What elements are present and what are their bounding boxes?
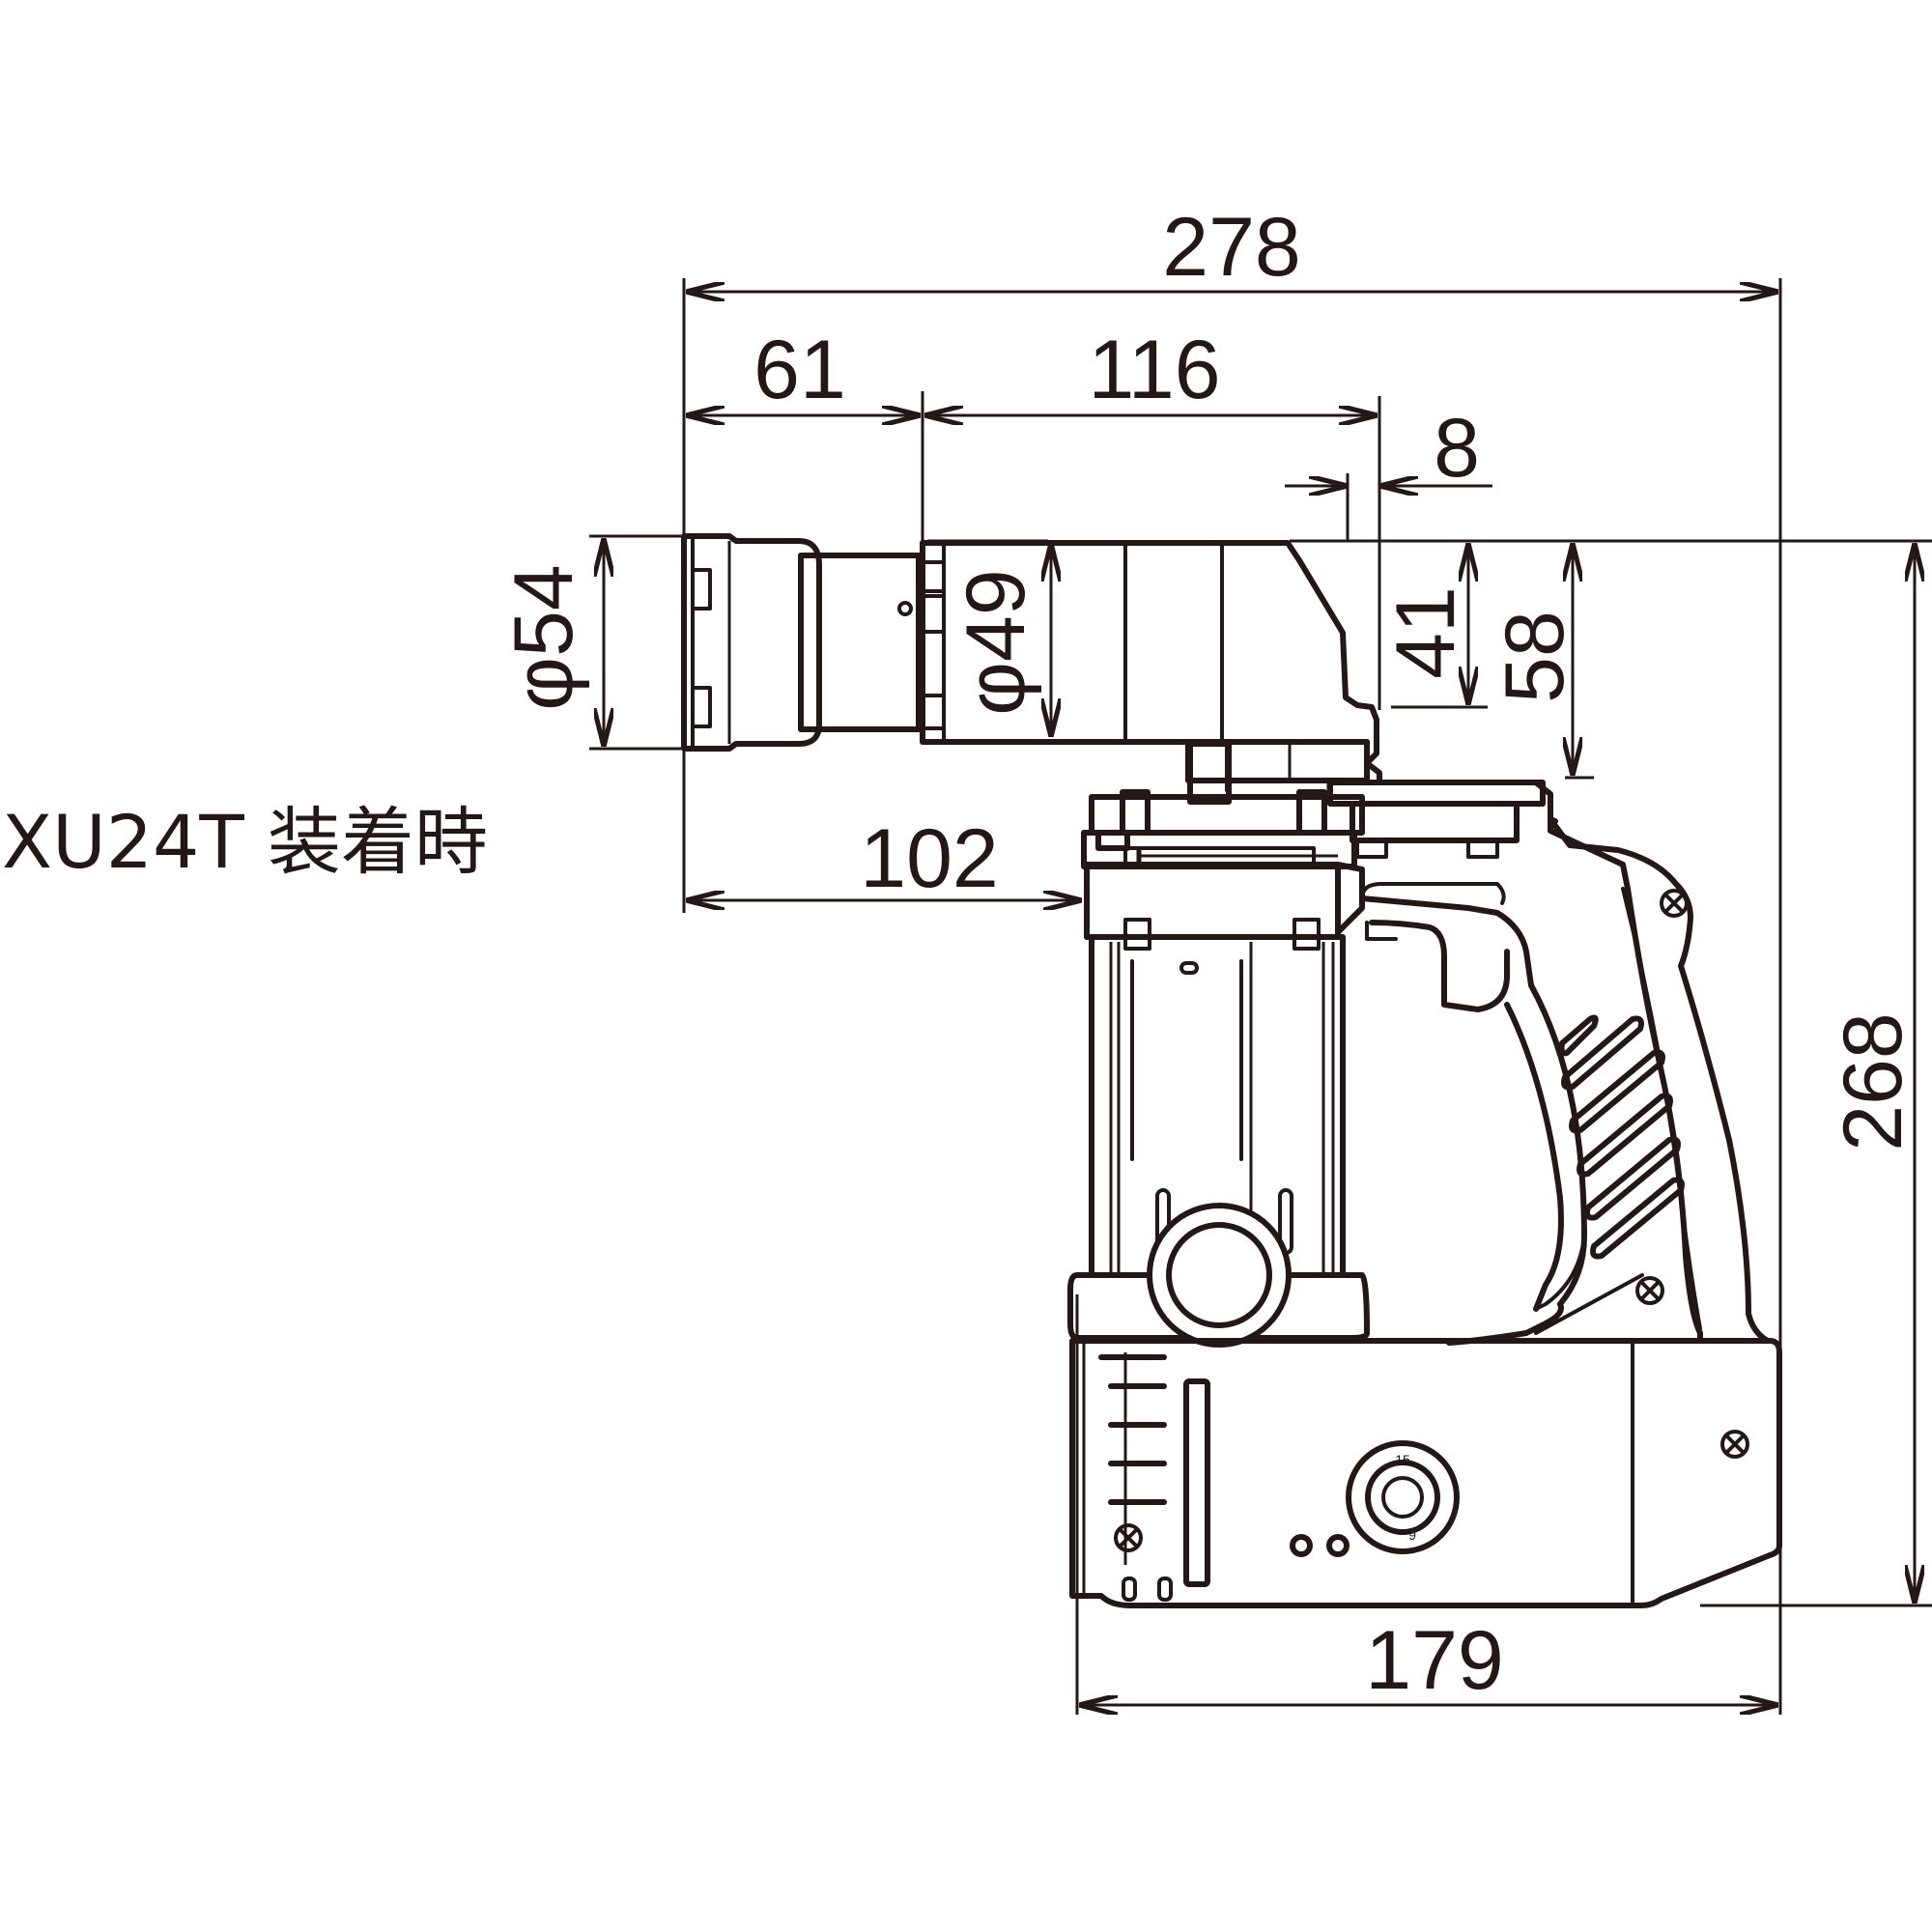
label-overall-height: 268 <box>1827 1012 1919 1151</box>
label-base-length: 179 <box>1365 1614 1504 1707</box>
neck <box>1185 739 1558 824</box>
dial-mark-9: 9 <box>1408 1527 1416 1543</box>
torque-dial: 15 9 <box>1346 1440 1460 1554</box>
vent-slots <box>1098 1354 1167 1505</box>
dial-mark-15: 15 <box>1395 1452 1410 1467</box>
caption-xu24t: XU24T 装着時 <box>2 799 488 885</box>
label-front-diameter: φ54 <box>497 564 590 710</box>
label-head-step-lower: 58 <box>1489 611 1581 703</box>
dimension-lines <box>604 292 1915 1705</box>
nose-socket <box>681 533 922 752</box>
extension-lines <box>589 278 1932 1715</box>
clamp-block <box>1081 789 1520 951</box>
label-step-small: 8 <box>1434 402 1480 495</box>
label-front-segment: 61 <box>753 324 846 416</box>
grip-ribs <box>1558 1014 1685 1260</box>
dimension-labels: 278 61 116 8 φ54 φ49 41 58 102 268 179 X… <box>2 201 1919 1707</box>
battery-base: 15 9 <box>1069 1338 1782 1608</box>
grip-handle <box>1359 816 1773 1346</box>
label-body-diameter: φ49 <box>950 569 1042 715</box>
label-head-step-upper: 41 <box>1379 586 1472 679</box>
label-overall-length: 278 <box>1162 201 1301 294</box>
tool-outline: 15 9 <box>681 533 1782 1608</box>
label-nose-to-body: 102 <box>860 812 999 905</box>
label-middle-segment: 116 <box>1088 324 1220 416</box>
